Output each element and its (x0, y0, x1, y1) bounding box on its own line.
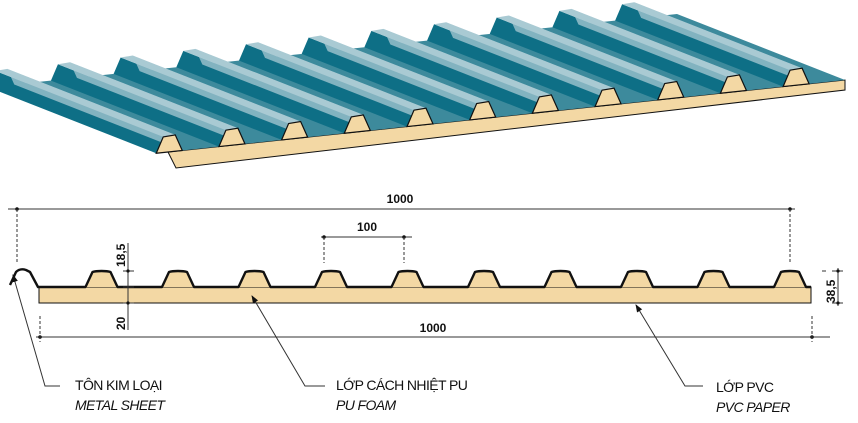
callout-pvc-paper: LỚP PVC PVC PAPER (716, 379, 791, 415)
rib-foam-end (594, 87, 622, 108)
callout-metal-sheet: TÔN KIM LOẠI METAL SHEET (75, 377, 167, 413)
rib-face-light (634, 2, 810, 84)
callout-pu-foam-vi: LỚP CÁCH NHIỆT PU (336, 377, 468, 393)
rib-face-light (132, 55, 308, 138)
rib-foam-end (656, 80, 685, 101)
rib-face-light (257, 42, 433, 124)
rib-foam-end (155, 134, 184, 154)
dim-label-total-thickness: 38,5 (824, 279, 838, 303)
rib-face-light (446, 22, 622, 104)
rib-foam-end (217, 127, 246, 148)
dim-label-rib-pitch: 100 (357, 220, 377, 234)
dimension-vertical-left: 18,5 20 (114, 243, 134, 330)
callout-pu-foam-en: PU FOAM (336, 397, 397, 413)
leader-metal-sheet (12, 274, 60, 387)
rib-foam-end (280, 120, 309, 141)
rib-foam-end (343, 114, 372, 134)
callout-pu-foam: LỚP CÁCH NHIỆT PU PU FOAM (336, 377, 468, 413)
panel-cross-section (8, 268, 812, 304)
rib-face-light (7, 68, 183, 151)
dimension-total-thickness: 38,5 (822, 268, 843, 306)
dim-label-foam-thickness: 20 (114, 316, 128, 330)
callout-metal-sheet-vi: TÔN KIM LOẠI (75, 377, 162, 393)
dimension-overall-width-top: 1000 (8, 192, 795, 262)
rib-face-light (383, 28, 559, 111)
metal-sheet-profile (8, 268, 811, 289)
dim-label-overall-top: 1000 (387, 192, 414, 206)
leader-pvc-paper (635, 304, 703, 387)
callout-metal-sheet-en: METAL SHEET (75, 397, 166, 413)
callout-pvc-paper-vi: LỚP PVC (716, 379, 774, 395)
rib-foam-end (468, 100, 497, 121)
rib-face-light (195, 48, 371, 131)
callout-leaders (12, 274, 703, 387)
panel-3d-illustration (0, 2, 846, 169)
rib-face-light (508, 15, 684, 98)
rib-face-light (320, 35, 496, 118)
rib-face-light (571, 8, 747, 91)
pu-foam-ribs (85, 271, 806, 287)
rib-face-light (69, 62, 245, 144)
rib-foam-end (531, 94, 560, 114)
dimension-overall-width-bottom: 1000 (36, 316, 830, 342)
rib-foam-end (782, 67, 810, 88)
leader-pu-foam (251, 295, 325, 387)
rib-foam-end (406, 107, 434, 128)
callout-pvc-paper-en: PVC PAPER (716, 399, 790, 415)
rib-foam-end (719, 74, 748, 94)
dim-label-rib-height: 18,5 (114, 243, 128, 267)
pu-foam-layer (38, 286, 812, 304)
dim-label-overall-bottom: 1000 (420, 321, 447, 335)
dimension-rib-pitch: 100 (321, 220, 412, 263)
